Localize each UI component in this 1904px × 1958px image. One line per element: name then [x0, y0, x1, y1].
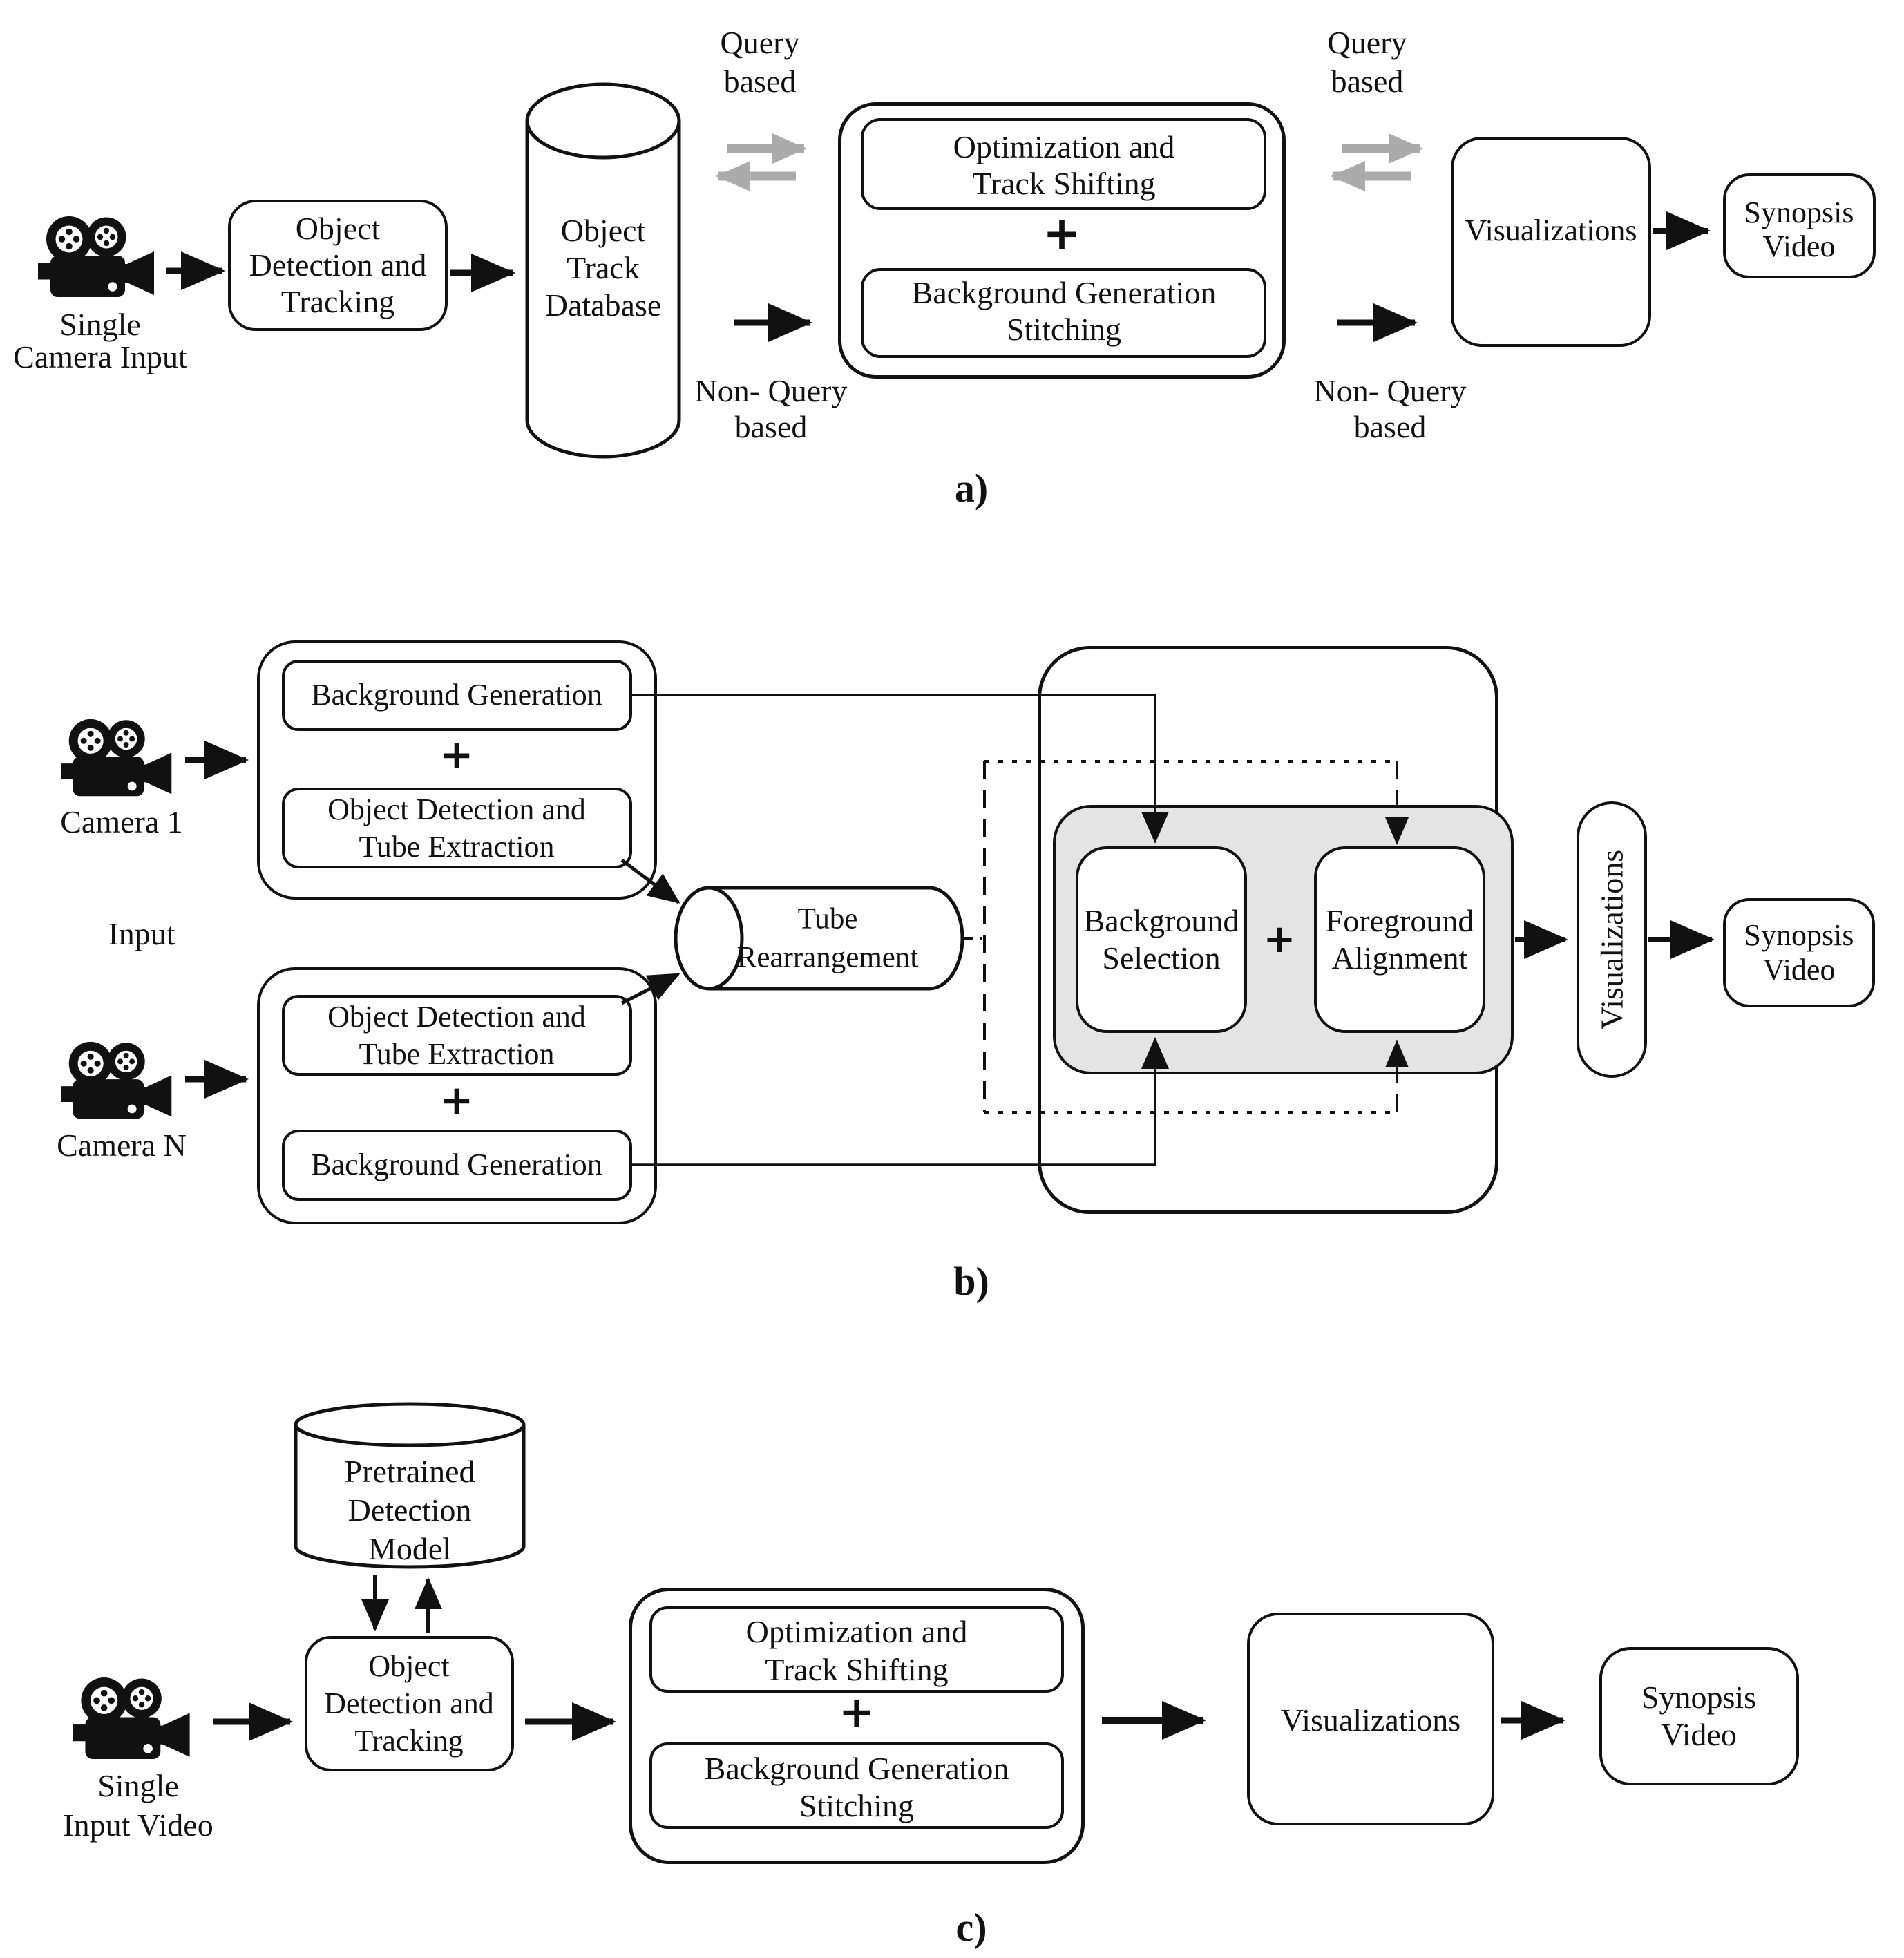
background-generation-stitching-box: [649, 1742, 1064, 1829]
tube-extraction-label: Tube Extraction: [359, 830, 555, 864]
cameraN-tube-extraction-box: [282, 995, 632, 1076]
synopsis-video-box: [1723, 898, 1875, 1007]
pretrained-model-label: Pretrained: [344, 1454, 475, 1489]
camera-icon: [38, 216, 154, 297]
database-label: Object: [560, 213, 646, 248]
section-label-a: a): [954, 466, 989, 511]
camera-caption: Single: [59, 307, 141, 342]
pretrained-model-label: Model: [368, 1531, 452, 1566]
camera-icon: [61, 1041, 172, 1119]
detect-box-label: Tracking: [354, 1724, 464, 1758]
detect-box-label: Tracking: [280, 284, 395, 319]
synopsis-label: Synopsis: [1641, 1680, 1757, 1715]
visualizations-label: Visualizations: [1465, 213, 1637, 247]
synopsis-label: Video: [1762, 229, 1836, 263]
visualizations-label: Visualizations: [1594, 849, 1630, 1030]
query-based-label: based: [1331, 64, 1404, 99]
detect-box-label: Detection and: [324, 1686, 494, 1720]
background-stitching-label: Background Generation: [911, 275, 1217, 310]
database-label: Track: [567, 250, 640, 285]
nonquery-based-label: Non- Query: [694, 373, 848, 408]
visualizations-label: Visualizations: [1280, 1702, 1461, 1738]
tube-extraction-label: Object Detection and: [327, 792, 586, 826]
background-generation-label: Background Generation: [311, 678, 602, 712]
plus-sign: +: [839, 1686, 875, 1737]
detect-box-label: Detection and: [249, 247, 427, 283]
synopsis-video-box: [1723, 173, 1876, 278]
foreground-alignment-label: Alignment: [1331, 940, 1468, 976]
tube-rearrangement-label: Tube: [797, 902, 858, 935]
background-selection-label: Background: [1083, 903, 1239, 938]
camera-icon: [61, 719, 172, 797]
camera-caption: Input Video: [63, 1807, 213, 1843]
object-detection-tracking-box: [305, 1636, 514, 1771]
foreground-alignment-label: Foreground: [1325, 903, 1474, 938]
input-label: Input: [108, 916, 175, 951]
database-label: Database: [544, 287, 662, 323]
camera-caption: Single: [97, 1768, 179, 1803]
optimization-track-shifting-box: [649, 1606, 1064, 1693]
camera1-background-generation-box: [282, 660, 632, 731]
tube-extraction-label: Tube Extraction: [359, 1037, 555, 1071]
detect-box-label: Object: [368, 1649, 450, 1683]
tube-extraction-label: Object Detection and: [327, 1000, 586, 1034]
background-selection-label: Selection: [1102, 940, 1221, 976]
synopsis-label: Video: [1661, 1717, 1737, 1752]
camera1-tube-extraction-box: [282, 788, 632, 868]
plus-sign: +: [439, 731, 474, 778]
optimization-track-shifting-box: [861, 118, 1266, 210]
background-stitching-label: Stitching: [799, 1788, 915, 1823]
visualizations-box: [1451, 137, 1651, 347]
object-detection-tracking-box: [228, 200, 448, 331]
tube-rearrangement-label: Rearrangement: [736, 941, 919, 974]
nonquery-based-label: based: [734, 409, 808, 444]
cameraN-background-generation-box: [282, 1130, 632, 1201]
section-label-b: b): [953, 1259, 989, 1304]
camera-caption: Camera Input: [13, 339, 187, 374]
synopsis-video-box: [1599, 1647, 1799, 1785]
synopsis-label: Synopsis: [1744, 196, 1854, 229]
pretrained-model-label: Detection: [348, 1492, 472, 1528]
query-based-label: Query: [720, 25, 800, 60]
visualizations-box: [1247, 1613, 1494, 1825]
background-selection-box: [1076, 846, 1247, 1033]
query-based-label: Query: [1327, 25, 1407, 60]
plus-sign: +: [1263, 917, 1296, 962]
optimization-label: Optimization and: [745, 1614, 968, 1649]
background-generation-stitching-box: [861, 268, 1266, 358]
optimization-label: Track Shifting: [972, 166, 1156, 201]
plus-sign: +: [1043, 207, 1081, 260]
camera-icon: [73, 1677, 190, 1759]
detect-box-label: Object: [295, 211, 381, 246]
optimization-label: Track Shifting: [765, 1652, 949, 1687]
background-stitching-label: Stitching: [1006, 312, 1122, 347]
synopsis-label: Video: [1762, 953, 1836, 987]
synopsis-label: Synopsis: [1744, 918, 1854, 952]
nonquery-based-label: Non- Query: [1313, 373, 1467, 408]
camera1-caption: Camera 1: [60, 804, 183, 839]
background-generation-label: Background Generation: [311, 1148, 602, 1181]
background-stitching-label: Background Generation: [704, 1751, 1009, 1786]
nonquery-based-label: based: [1353, 409, 1427, 444]
foreground-alignment-box: [1314, 846, 1485, 1033]
query-based-label: based: [723, 64, 797, 99]
section-label-c: c): [955, 1905, 987, 1950]
optimization-label: Optimization and: [953, 129, 1175, 164]
plus-sign: +: [439, 1076, 474, 1123]
visualizations-box: [1577, 801, 1647, 1078]
cameraN-caption: Camera N: [57, 1128, 187, 1163]
